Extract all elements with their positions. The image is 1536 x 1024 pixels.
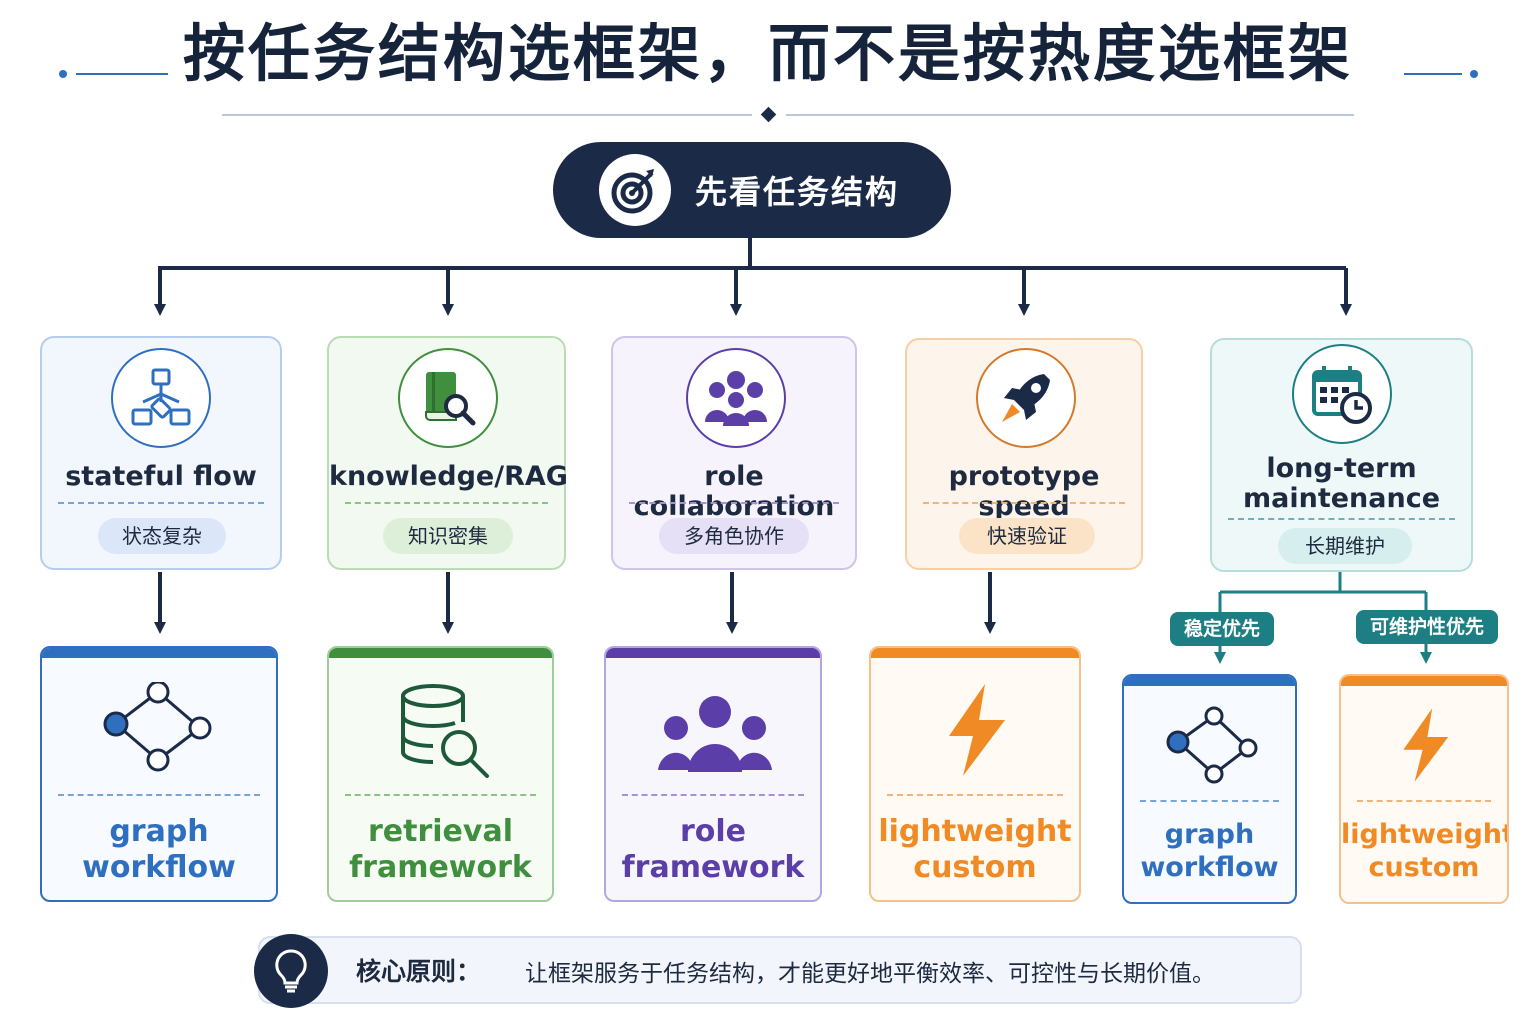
root-label: 先看任务结构 <box>695 173 900 211</box>
graph-nodes-icon <box>1164 706 1260 790</box>
branch-card-stateful-flow: stateful flow 状态复杂 <box>40 336 282 570</box>
branch-card-role-collaboration: role collaboration 多角色协作 <box>611 336 857 570</box>
footer-heading: 核心原则： <box>356 957 482 986</box>
page-title: 按任务结构选框架，而不是按热度选框架 <box>182 17 1353 90</box>
branch-tag: 状态复杂 <box>98 518 226 554</box>
root-node: 先看任务结构 <box>553 142 951 238</box>
title-decoration <box>59 70 1478 123</box>
branch-tag: 知识密集 <box>383 518 513 554</box>
branch-tag: 快速验证 <box>959 518 1095 554</box>
split-tag-stability: 稳定优先 <box>1170 612 1274 646</box>
group-icon <box>686 348 786 448</box>
rocket-icon <box>976 348 1076 448</box>
lightning-icon <box>1397 706 1453 788</box>
branch-tag: 多角色协作 <box>659 518 809 554</box>
branch-card-knowledge-rag: knowledge/RAG 知识密集 <box>327 336 568 570</box>
branch-card-prototype-speed: prototype speed 快速验证 <box>905 338 1143 570</box>
lightbulb-icon <box>254 934 328 1008</box>
branch-name: prototype speed <box>948 461 1100 522</box>
lightning-icon <box>941 682 1011 782</box>
divider <box>58 502 264 504</box>
branch-tag: 长期维护 <box>1278 528 1412 564</box>
branch-name: knowledge/RAG <box>329 461 568 492</box>
people-icon <box>658 694 772 778</box>
target-icon <box>599 154 671 226</box>
book-search-icon <box>398 348 498 448</box>
branch-name: role collaboration <box>633 461 835 522</box>
footer-principle <box>258 936 1302 1004</box>
footer-text: 让框架服务于任务结构，才能更好地平衡效率、可控性与长期价值。 <box>525 961 1215 987</box>
hierarchy-icon <box>111 348 211 448</box>
divider <box>923 502 1125 504</box>
divider <box>345 502 548 504</box>
branch-name: stateful flow <box>65 461 257 492</box>
divider <box>1228 518 1455 520</box>
graph-nodes-icon <box>100 680 216 778</box>
database-search-icon <box>397 682 497 782</box>
split-tag-maintainability: 可维护性优先 <box>1356 610 1498 644</box>
calendar-clock-icon <box>1292 344 1392 444</box>
divider <box>629 502 839 504</box>
